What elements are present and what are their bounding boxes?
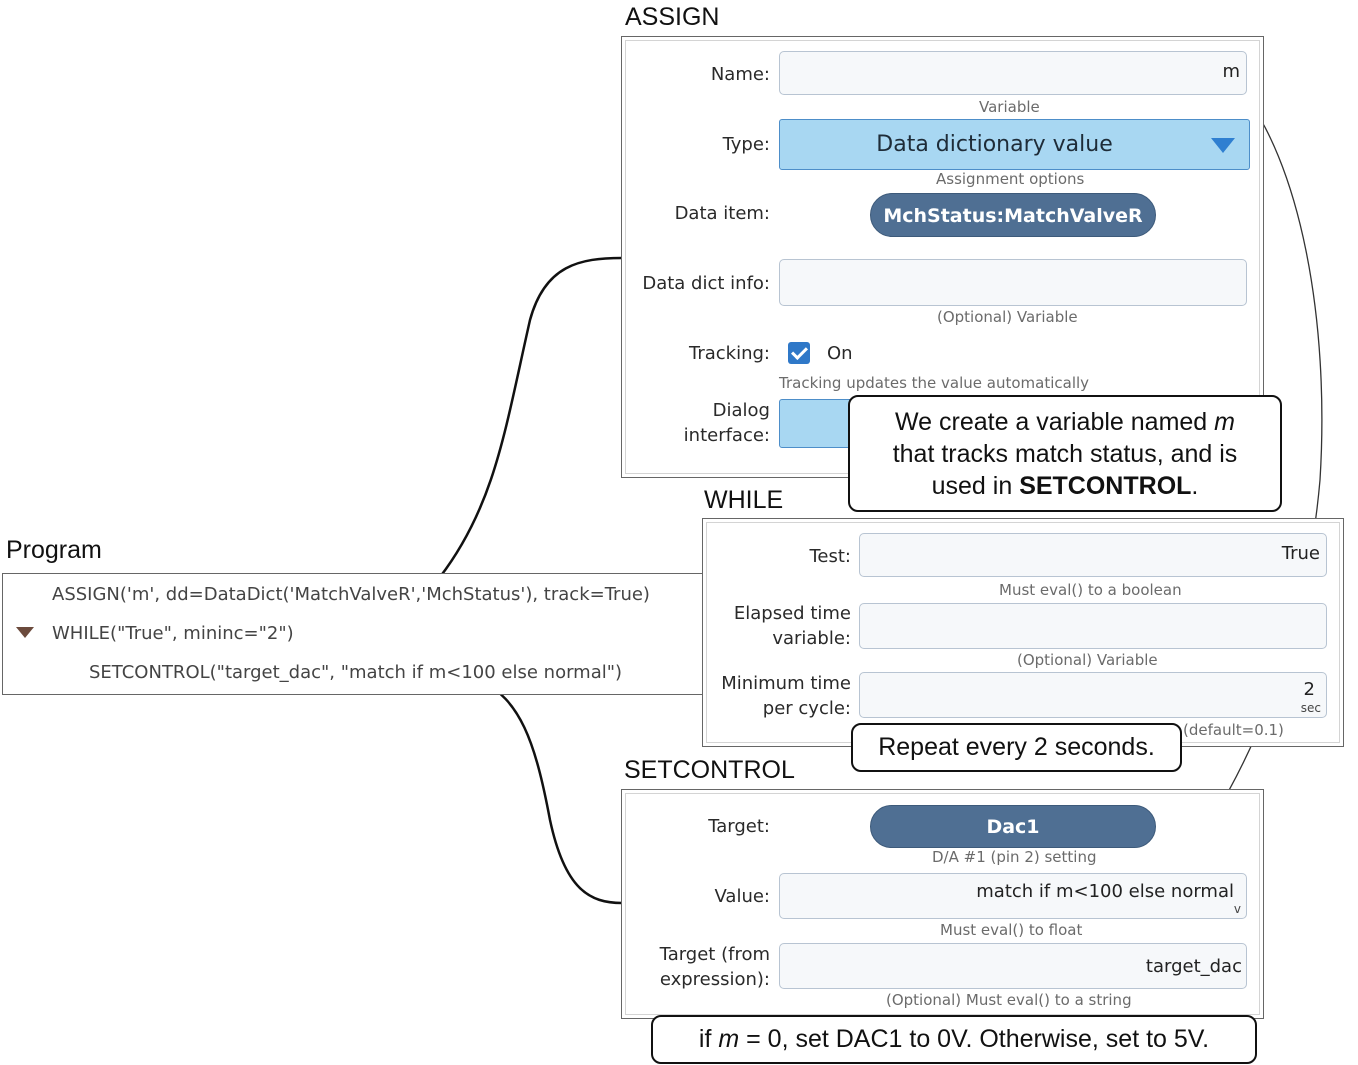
data-dict-info-field[interactable]	[779, 259, 1247, 306]
assign-callout: We create a variable named m that tracks…	[848, 395, 1282, 512]
setcontrol-title: SETCONTROL	[624, 756, 795, 784]
test-value: True	[1281, 543, 1320, 564]
elapsed-label-line1: Elapsed time	[733, 603, 851, 624]
min-time-label-line1: Minimum time	[721, 673, 851, 694]
dialog-label-line2: interface:	[683, 425, 770, 446]
min-time-value: 2	[1303, 679, 1315, 700]
type-label: Type:	[722, 134, 770, 155]
setcontrol-connector	[479, 678, 623, 905]
min-time-field[interactable]: 2 sec	[859, 672, 1327, 718]
elapsed-field[interactable]	[859, 603, 1327, 649]
variable-m-italic: m	[718, 1025, 740, 1053]
min-time-hint: (default=0.1)	[1183, 721, 1284, 739]
dropdown-arrow-icon	[1211, 138, 1235, 153]
data-item-button[interactable]: MchStatus:MatchValveR	[870, 193, 1156, 237]
data-dict-info-hint: (Optional) Variable	[937, 308, 1078, 326]
while-panel: Test: True Must eval() to a boolean Elap…	[702, 518, 1344, 747]
test-field[interactable]: True	[859, 533, 1327, 577]
tracking-on-label: On	[827, 343, 853, 364]
target-expr-label-line1: Target (from	[659, 944, 770, 965]
while-title: WHILE	[704, 486, 784, 514]
program-title: Program	[6, 536, 102, 564]
target-expr-label-line2: expression):	[659, 969, 770, 990]
name-field[interactable]: m	[779, 51, 1247, 95]
value-label: Value:	[714, 886, 771, 907]
setcontrol-callout: if m = 0, set DAC1 to 0V. Otherwise, set…	[651, 1015, 1257, 1064]
name-value: m	[1222, 61, 1240, 82]
value-hint: Must eval() to float	[940, 921, 1083, 939]
elapsed-label-line2: variable:	[772, 628, 851, 649]
while-callout: Repeat every 2 seconds.	[851, 723, 1182, 772]
target-button[interactable]: Dac1	[870, 805, 1156, 848]
name-label: Name:	[710, 64, 770, 85]
test-label: Test:	[809, 546, 851, 567]
program-line-while[interactable]: WHILE("True", mininc="2")	[52, 623, 294, 644]
type-value: Data dictionary value	[876, 132, 1113, 157]
target-hint: D/A #1 (pin 2) setting	[932, 848, 1097, 866]
assign-connector	[439, 256, 623, 578]
target-label: Target:	[708, 816, 770, 837]
program-line-setcontrol[interactable]: SETCONTROL("target_dac", "match if m<100…	[89, 662, 623, 683]
target-expr-value: target_dac	[1145, 956, 1242, 977]
dialog-label-line1: Dialog	[712, 400, 770, 421]
value-unit: v	[1233, 902, 1241, 916]
program-panel: ASSIGN('m', dd=DataDict('MatchValveR','M…	[2, 573, 706, 695]
setcontrol-panel: Target: Dac1 D/A #1 (pin 2) setting Valu…	[621, 789, 1264, 1019]
name-hint: Variable	[979, 98, 1040, 116]
type-hint: Assignment options	[936, 170, 1085, 188]
value-field[interactable]: match if m<100 else normal v	[779, 873, 1247, 919]
target-expr-hint: (Optional) Must eval() to a string	[886, 991, 1132, 1009]
tracking-checkbox[interactable]	[788, 342, 810, 364]
data-item-label: Data item:	[674, 203, 770, 224]
data-dict-info-label: Data dict info:	[642, 273, 770, 294]
test-hint: Must eval() to a boolean	[999, 581, 1182, 599]
variable-m-arrow	[1177, 85, 1323, 871]
tracking-label: Tracking:	[689, 343, 770, 364]
min-time-label-line2: per cycle:	[762, 698, 851, 719]
tracking-hint: Tracking updates the value automatically	[779, 374, 1090, 392]
value-expression: match if m<100 else normal	[976, 881, 1234, 902]
elapsed-hint: (Optional) Variable	[1017, 651, 1158, 669]
collapse-triangle-icon[interactable]	[16, 627, 34, 638]
assign-title: ASSIGN	[625, 3, 720, 31]
type-select[interactable]: Data dictionary value	[779, 119, 1250, 170]
min-time-unit: sec	[1300, 701, 1321, 715]
variable-m-italic: m	[1214, 408, 1235, 436]
program-line-assign[interactable]: ASSIGN('m', dd=DataDict('MatchValveR','M…	[52, 584, 650, 605]
target-expr-field[interactable]: target_dac	[779, 943, 1247, 989]
